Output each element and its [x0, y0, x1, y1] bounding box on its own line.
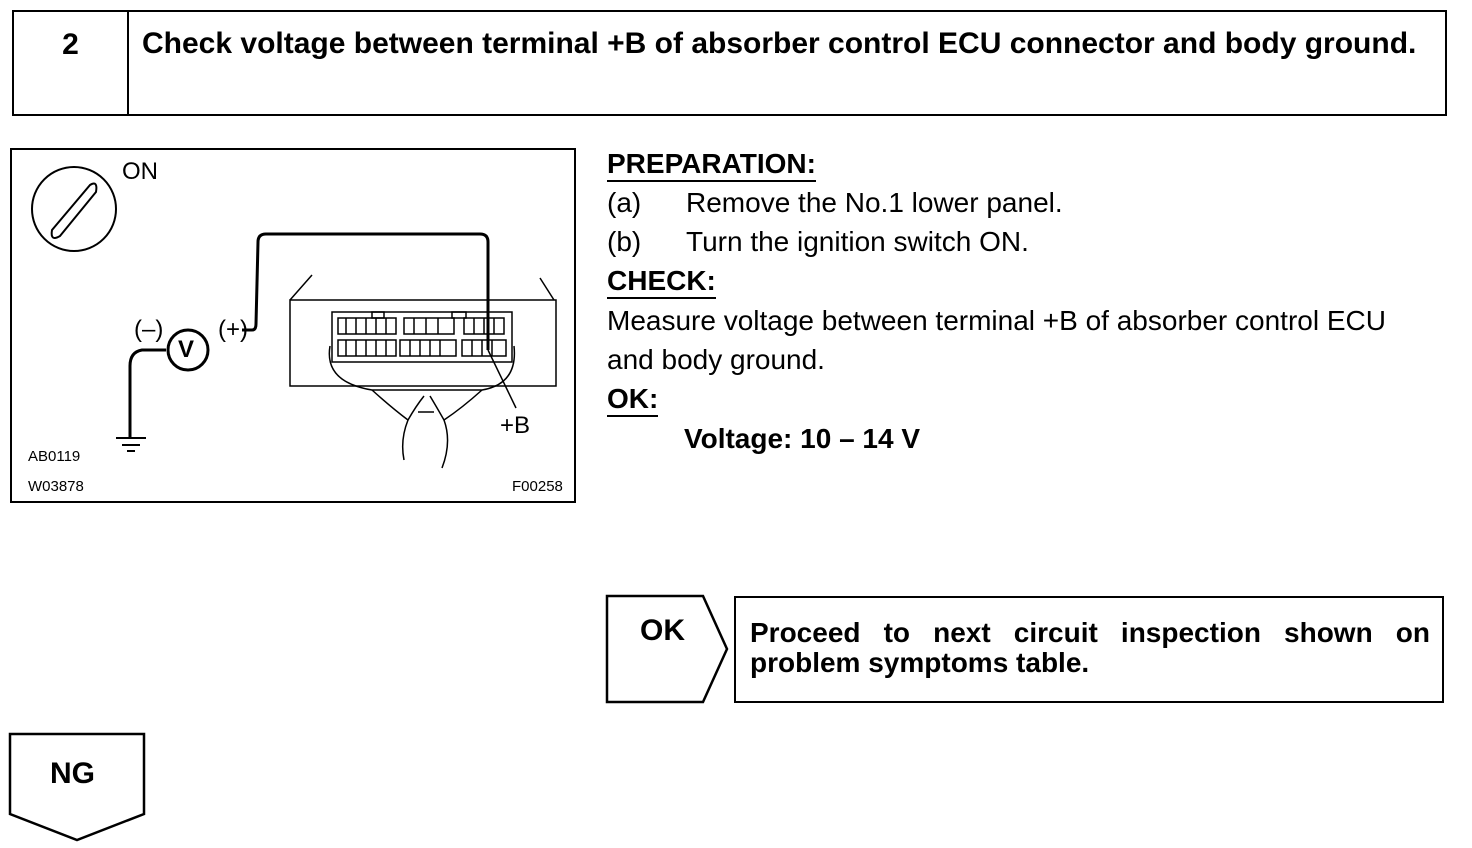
check-line-1: Measure voltage between terminal +B of a… [607, 305, 1386, 336]
step-number: 2 [14, 12, 129, 114]
positive-label: (+) [218, 316, 248, 343]
figure-code-w03878: W03878 [28, 478, 84, 495]
voltmeter-icon [166, 328, 210, 372]
diagram-drawing [31, 166, 557, 469]
voltmeter-symbol: V [178, 336, 195, 363]
check-heading: CHECK: [607, 265, 716, 299]
positive-lead [242, 232, 490, 350]
check-line-2: and body ground. [607, 344, 825, 375]
ok-arrow-tag [605, 594, 729, 704]
voltage-spec: Voltage: 10 – 14 V [684, 423, 921, 454]
step-header: 2 Check voltage between terminal +B of a… [12, 10, 1447, 116]
ecu-body [289, 274, 557, 469]
ground-icon [116, 437, 146, 452]
ignition-switch-icon [31, 166, 117, 252]
ok-heading: OK: [607, 383, 659, 417]
preparation-heading: PREPARATION: [607, 148, 816, 182]
figure-code-f00258: F00258 [512, 478, 563, 495]
ok-result-box: Proceed to next circuit inspection shown… [734, 596, 1444, 703]
prep-item-b-text: Turn the ignition switch ON. [686, 226, 1029, 257]
ok-tag-label: OK [640, 614, 685, 647]
negative-lead [128, 348, 166, 438]
negative-label: (–) [134, 316, 164, 343]
step-title: Check voltage between terminal +B of abs… [142, 27, 1417, 60]
terminal-b-label: +B [500, 412, 531, 439]
switch-on-label: ON [122, 158, 158, 185]
wiring-diagram: ON V (–) (+) +B AB0119 W03878 F00258 [10, 148, 576, 503]
figure-code-ab0119: AB0119 [28, 448, 81, 465]
ng-tag-label: NG [50, 757, 95, 790]
ng-arrow-tag [8, 732, 146, 842]
prep-item-a-key: (a) [607, 187, 642, 218]
prep-item-b-key: (b) [607, 226, 642, 257]
prep-item-a-text: Remove the No.1 lower panel. [686, 187, 1063, 218]
ok-result-text: Proceed to next circuit inspection shown… [750, 617, 1430, 678]
terminal-pointer [487, 349, 517, 409]
